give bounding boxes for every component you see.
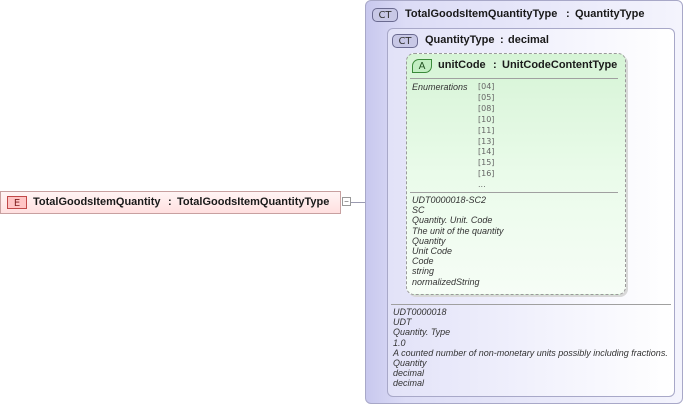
enumeration-value: [15] (478, 158, 495, 168)
doc-line: Quantity (412, 235, 446, 246)
doc-line: Code (412, 256, 434, 267)
enumeration-value: [04] (478, 82, 495, 91)
element-type-separator: : (168, 196, 172, 208)
doc-line: string (412, 266, 435, 277)
doc-line: Quantity (393, 358, 427, 368)
doc-line: UDT0000018 (393, 307, 447, 317)
doc-line: UDT (393, 317, 412, 328)
doc-line: A counted number of non-monetary units p… (393, 347, 668, 358)
attribute-header-separator (410, 78, 618, 79)
attribute-separator: : (493, 59, 497, 71)
element-expander-button[interactable]: − (342, 197, 351, 206)
doc-line: The unit of the quantity (412, 225, 504, 236)
outer-type-name: TotalGoodsItemQuantityType (405, 8, 558, 20)
attribute-name: unitCode (438, 59, 486, 71)
element-badge: E (7, 196, 27, 209)
attribute-doc-separator (410, 192, 618, 193)
doc-line: SC (412, 205, 425, 216)
element-total-goods-item-quantity[interactable]: E TotalGoodsItemQuantity : TotalGoodsIte… (0, 191, 341, 214)
inner-type-doc-separator (391, 304, 671, 305)
complex-type-badge: CT (372, 8, 398, 22)
connector-element-to-type (351, 202, 365, 203)
doc-line: normalizedString (412, 276, 480, 287)
enumeration-value: [10] (478, 114, 495, 124)
doc-line: UDT0000018-SC2 (412, 195, 487, 205)
enumeration-value: [14] (478, 147, 495, 157)
inner-type-separator: : (500, 34, 504, 46)
doc-line: Unit Code (412, 246, 453, 256)
enumeration-value: [13] (478, 136, 495, 146)
outer-type-base: QuantityType (575, 8, 645, 20)
doc-line: decimal (393, 378, 425, 389)
doc-line: decimal (393, 368, 425, 379)
doc-line: Quantity. Unit. Code (412, 215, 493, 226)
enumerations-label: Enumerations (412, 82, 468, 92)
attribute-badge: A (412, 59, 432, 73)
complex-type-badge: CT (392, 34, 418, 48)
inner-type-base: decimal (508, 34, 549, 46)
attribute-unit-code[interactable]: A unitCode : UnitCodeContentType Enumera… (406, 53, 626, 295)
doc-line: 1.0 (393, 337, 406, 348)
enumeration-value: [05] (478, 92, 495, 102)
outer-type-separator: : (566, 8, 570, 20)
element-type-name: TotalGoodsItemQuantityType (177, 196, 330, 208)
attribute-type: UnitCodeContentType (502, 59, 618, 71)
inner-type-name: QuantityType (425, 34, 495, 46)
enumeration-more: ... (478, 180, 486, 190)
enumeration-value: [16] (478, 169, 495, 179)
doc-line: Quantity. Type (393, 327, 451, 338)
enumeration-value: [11] (478, 125, 495, 135)
enumeration-value: [08] (478, 103, 495, 113)
element-name: TotalGoodsItemQuantity (33, 196, 161, 208)
